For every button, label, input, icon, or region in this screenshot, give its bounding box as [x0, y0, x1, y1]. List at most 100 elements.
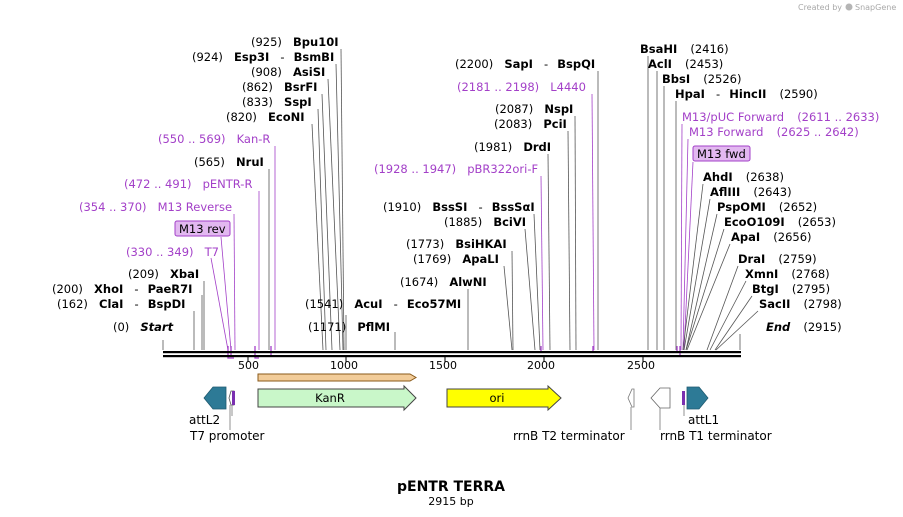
site-label-alwni[interactable]: (1674) AlwNI — [400, 271, 487, 290]
leader-esp3i — [335, 63, 344, 351]
primer-label-l4440[interactable]: (2181 .. 2198) L4440 — [457, 76, 586, 95]
feature-label-attl1: attL1 — [688, 413, 719, 427]
site-label-bsssi[interactable]: (1910) BssSI - BssSαI — [383, 196, 535, 215]
site-label-econi[interactable]: (820) EcoNI — [226, 106, 305, 125]
leader-apali — [503, 265, 513, 351]
feature-attl2[interactable] — [203, 386, 227, 410]
feature-label-rrnb-t1: rrnB T1 terminator — [660, 429, 772, 443]
feature-label-attl2: attL2 — [189, 413, 220, 427]
leader-m13reverse — [233, 213, 236, 351]
site-label-esp3i[interactable]: (924) Esp3I - BsmBI — [192, 46, 334, 65]
primer-label-m13-forward[interactable]: M13 Forward (2625 .. 2642) — [689, 121, 859, 140]
feature-rrnb-t1-terminator[interactable] — [650, 387, 671, 409]
dna-backbone — [163, 351, 741, 358]
site-labels: (0) Start (162) ClaI - BspDI (200) XhoI … — [52, 31, 879, 335]
map-title: pENTR TERRA — [397, 479, 505, 495]
map-length: 2915 bp — [428, 495, 473, 508]
site-label-ecoo109i[interactable]: EcoO109I (2653) — [724, 211, 836, 230]
leader-t7 — [210, 257, 229, 351]
primer-box-m13rev-label: M13 rev — [179, 222, 226, 236]
site-label-apai[interactable]: ApaI (2656) — [731, 226, 812, 245]
feature-track: KanR ori attL2 attL1 — [189, 373, 772, 443]
primer-label-pbr322ori-f[interactable]: (1928 .. 1947) pBR322ori-F — [374, 158, 538, 177]
primer-box-m13fwd-label: M13 fwd — [697, 147, 746, 161]
feature-ori[interactable]: ori — [446, 384, 562, 412]
feature-rrnb-t2-terminator[interactable] — [627, 388, 635, 408]
site-label-drdi[interactable]: (1981) DrdI — [474, 136, 551, 155]
site-label-xhoi[interactable]: (200) XhoI - PaeR7I — [52, 278, 192, 297]
feature-t7-promoter-mark[interactable] — [228, 390, 235, 406]
feature-label-t7-promoter: T7 promoter — [189, 429, 265, 443]
leader-afliii — [683, 198, 711, 351]
leader-econi — [311, 123, 324, 351]
site-label-xmni[interactable]: XmnI (2768) — [745, 263, 830, 282]
leader-m13forward — [682, 138, 689, 351]
site-label-bpu10i[interactable]: (925) Bpu10I — [251, 31, 339, 50]
site-label-hpai[interactable]: HpaI - HincII (2590) — [675, 83, 818, 102]
site-label-sacii[interactable]: SacII (2798) — [759, 293, 842, 312]
primer-mark-t7 — [227, 346, 234, 359]
orf-bar[interactable] — [257, 373, 417, 382]
leader-l4440 — [591, 93, 595, 351]
ruler-tick-1500: 1500 — [429, 359, 457, 372]
site-label-bbsi[interactable]: BbsI (2526) — [662, 68, 741, 87]
primer-label-m13puc-forward[interactable]: M13/pUC Forward (2611 .. 2633) — [682, 106, 879, 125]
leader-pbr322ori-f — [540, 175, 544, 351]
site-label-nrui[interactable]: (565) NruI — [194, 151, 264, 170]
primer-label-pentr-r[interactable]: (472 .. 491) pENTR-R — [124, 173, 252, 192]
site-label-asisi[interactable]: (908) AsiSI — [251, 61, 325, 80]
leader-asisi — [327, 78, 341, 351]
site-label-start[interactable]: (0) Start — [113, 316, 174, 335]
snapgene-logo-icon — [845, 3, 853, 11]
leader-drai — [706, 265, 739, 351]
feature-kanr-label: KanR — [315, 391, 345, 405]
leader-m13rev — [220, 236, 232, 351]
credit-brand: SnapGene — [855, 3, 896, 12]
site-label-pspomi[interactable]: PspOMI (2652) — [717, 196, 817, 215]
site-label-bsihkai[interactable]: (1773) BsiHKAI — [406, 233, 507, 252]
site-label-pflmi[interactable]: (1171) PflMI — [308, 316, 390, 335]
primer-mark-pentr-r — [254, 346, 259, 359]
ruler: 500 1000 1500 2000 2500 — [238, 355, 655, 372]
feature-ori-label: ori — [490, 391, 505, 405]
site-label-acli[interactable]: AclI (2453) — [648, 53, 723, 72]
leader-pspomi — [685, 213, 718, 351]
site-label-btgi[interactable]: BtgI (2795) — [752, 278, 830, 297]
primer-label-m13reverse[interactable]: (354 .. 370) M13 Reverse — [79, 196, 232, 215]
leader-eco0109i — [685, 228, 725, 351]
site-label-pcii[interactable]: (2083) PciI — [494, 113, 567, 132]
site-label-drai[interactable]: DraI (2759) — [738, 248, 817, 267]
site-label-ahdi[interactable]: AhdI (2638) — [703, 166, 784, 185]
leader-bsssi — [533, 213, 541, 351]
leader-apai — [686, 243, 731, 351]
leader-ahdi — [682, 183, 704, 351]
ruler-tick-500: 500 — [238, 359, 259, 372]
feature-attl1[interactable] — [682, 386, 709, 410]
site-label-nspi[interactable]: (2087) NspI — [495, 98, 573, 117]
primer-box-m13fwd[interactable]: M13 fwd — [692, 145, 751, 162]
site-label-clai[interactable]: (162) ClaI - BspDI — [57, 293, 185, 312]
leader-bcivi — [524, 228, 536, 351]
site-label-sspi[interactable]: (833) SspI — [242, 91, 312, 110]
leader-bsrfi — [321, 93, 333, 351]
site-label-afliii[interactable]: AflIII (2643) — [710, 181, 792, 200]
leader-m13fwd — [683, 161, 694, 351]
site-label-sapi[interactable]: (2200) SapI - BspQI — [455, 53, 595, 72]
feature-kanr[interactable]: KanR — [257, 384, 417, 412]
primer-box-m13rev[interactable]: M13 rev — [174, 220, 231, 237]
site-label-acui[interactable]: (1541) AcuI - Eco57MI — [305, 293, 461, 312]
leader-bsihkai — [511, 250, 514, 351]
feature-leaders — [229, 405, 685, 430]
primer-label-t7[interactable]: (330 .. 349) T7 — [126, 241, 219, 260]
site-label-bsahi[interactable]: BsaHI (2416) — [640, 38, 729, 57]
leader-sacii — [715, 310, 759, 351]
site-label-xbai[interactable]: (209) XbaI — [128, 263, 199, 282]
site-label-bsrfi[interactable]: (862) BsrFI — [242, 76, 317, 95]
site-label-apali[interactable]: (1769) ApaLI — [413, 248, 499, 267]
leader-sspi — [317, 108, 327, 351]
site-label-end[interactable]: End (2915) — [766, 316, 842, 335]
credit-prefix: Created by — [798, 3, 842, 12]
leader-drdi — [547, 153, 551, 351]
primer-label-kan-r[interactable]: (550 .. 569) Kan-R — [158, 128, 270, 147]
site-label-bcivi[interactable]: (1885) BciVI — [444, 211, 526, 230]
